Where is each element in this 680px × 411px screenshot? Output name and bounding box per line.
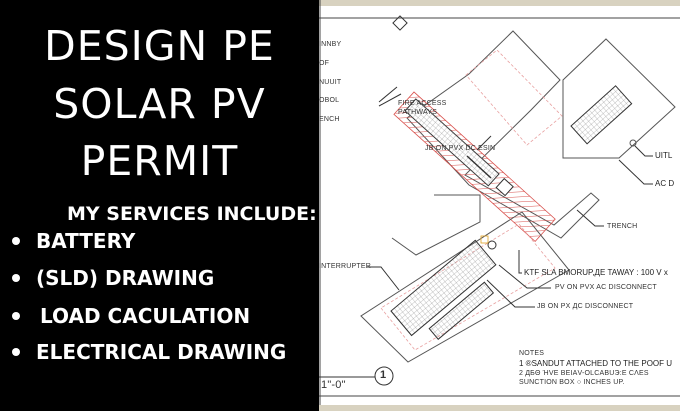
service-item: (SLD) DRAWING <box>12 266 214 290</box>
services-heading: MY SERVICES INCLUDE: <box>67 203 317 225</box>
right-building <box>562 38 676 159</box>
legend-fragment: NUUIT <box>319 79 342 86</box>
note-line: 2 ДБΘ ΉVΕ ΒΕΙΑV-ΟLCAΒUЭ:Ε CΛΕS <box>519 370 649 377</box>
notes-heading: NOTES <box>519 350 545 357</box>
pv-array-top <box>393 91 556 242</box>
title-line-1: DESIGN PE <box>44 22 275 70</box>
legend-fragment: OF <box>319 60 330 67</box>
scale-label: 1"-0" <box>321 379 346 391</box>
bullet-icon <box>12 273 20 282</box>
promo-panel: DESIGN PE SOLAR PV PERMIT MY SERVICES IN… <box>0 0 319 411</box>
label-ktf: KTF SLA BMORUP,ДЕ TAWAY : 100 V x <box>524 268 668 277</box>
service-label: ELECTRICAL DRAWING <box>36 340 287 364</box>
legend-fragment: OBOL <box>319 97 340 104</box>
label-jb-dc-esin: JB ON PVX DC ESIN <box>425 145 496 152</box>
label-interrupter: INTERRUPTER <box>319 263 371 270</box>
service-label: (SLD) DRAWING <box>36 266 215 290</box>
service-item: LOAD CACULATION <box>12 304 250 328</box>
bullet-icon <box>12 311 20 320</box>
bullet-icon <box>12 236 20 245</box>
label-fire-access: FIRE ACCESS <box>398 100 447 107</box>
service-label: LOAD CACULATION <box>40 304 251 328</box>
detail-marker <box>374 366 394 386</box>
bullet-icon <box>12 347 20 356</box>
title-line-2: SOLAR PV <box>53 80 266 128</box>
label-pathways: PATHWAYS <box>398 109 438 116</box>
service-item: ELECTRICAL DRAWING <box>12 340 286 364</box>
label-trench: TRENCH <box>607 223 638 230</box>
label-ac-d: AC D <box>655 179 675 188</box>
note-line: 1 ®SANDUT ATTACHED TO THE POOF U <box>519 359 673 368</box>
frame-bottom <box>319 405 680 411</box>
note-line: SUNCTION BOX ○ INCHES UP. <box>519 379 625 386</box>
site-plan-svg <box>319 0 680 411</box>
legend-fragment: ENCH <box>319 116 340 123</box>
label-jb-dc-disconnect: JB ON PX ДC DISCONNECT <box>537 303 634 310</box>
detail-number: 1 <box>380 369 387 381</box>
service-item: BATTERY <box>12 229 135 253</box>
service-label: BATTERY <box>36 229 136 253</box>
site-plan-drawing: INNBY OF NUUIT OBOL ENCH FIRE ACCESS PAT… <box>319 0 680 411</box>
title-line-3: PERMIT <box>80 137 239 185</box>
legend-fragment: INNBY <box>319 41 342 48</box>
label-uitl: UITL <box>655 151 673 160</box>
pv-array-lower <box>390 239 497 340</box>
label-pv-ac-disconnect: PV ON PVX AC DISCONNECT <box>555 284 657 291</box>
frame-top <box>319 0 680 6</box>
